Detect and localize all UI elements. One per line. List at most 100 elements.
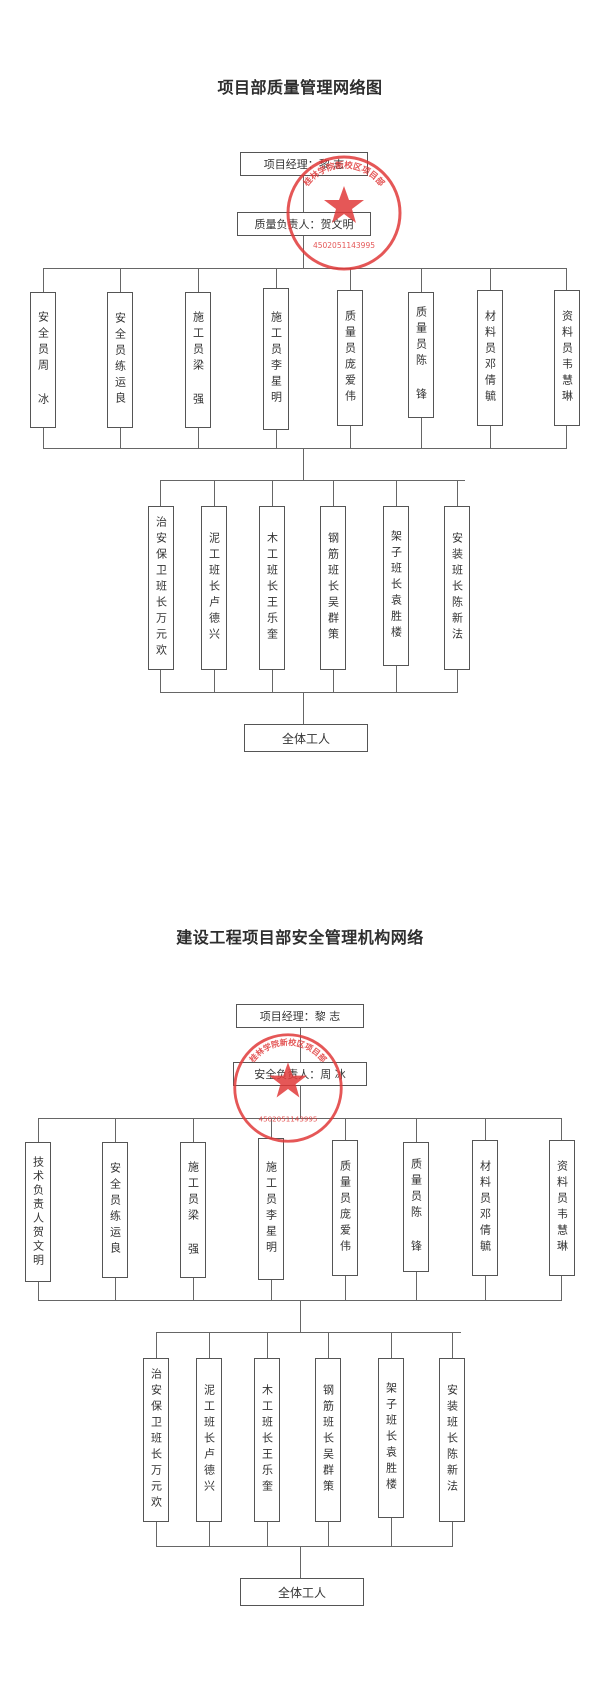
connector <box>38 1282 39 1300</box>
safety-title: 建设工程项目部安全管理机构网络 <box>176 928 424 947</box>
connector <box>350 426 351 448</box>
connector <box>276 430 277 448</box>
staff-box: 施工员李星明 <box>263 288 289 430</box>
connector <box>209 1332 210 1358</box>
connector <box>193 1278 194 1300</box>
connector <box>271 1280 272 1300</box>
leader-box: 泥工班长卢德兴 <box>196 1358 222 1522</box>
connector <box>333 670 334 692</box>
staff-box: 资料员韦慧琳 <box>554 290 580 426</box>
staff-box: 施工员梁 强 <box>180 1142 206 1278</box>
connector <box>452 1332 453 1358</box>
staff-box: 质量员陈 锋 <box>403 1142 429 1272</box>
connector <box>396 480 397 506</box>
connector <box>214 670 215 692</box>
connector <box>300 1300 301 1332</box>
leader-box: 木工班长王乐奎 <box>254 1358 280 1522</box>
connector <box>160 480 161 506</box>
leader-box: 泥工班长卢德兴 <box>201 506 227 670</box>
quality-responsible-box: 质量负责人：贺文明 <box>237 212 371 236</box>
connector <box>485 1118 486 1140</box>
project-seal-icon: 桂林学院新校区项目部 4502051143995 <box>233 1033 343 1143</box>
connector <box>416 1272 417 1300</box>
quality-title: 项目部质量管理网络图 <box>217 78 383 97</box>
connector <box>490 426 491 448</box>
connector <box>345 1276 346 1300</box>
leader-box: 治安保卫班长万元欢 <box>148 506 174 670</box>
connector <box>303 236 304 268</box>
connector <box>396 666 397 692</box>
connector <box>457 670 458 692</box>
connector <box>43 428 44 448</box>
connector <box>38 1118 39 1142</box>
connector <box>120 268 121 292</box>
connector <box>300 1546 301 1578</box>
connector <box>300 1028 301 1062</box>
staff-box: 质量员庞爱伟 <box>337 290 363 426</box>
leader-box: 木工班长王乐奎 <box>259 506 285 670</box>
connector <box>328 1522 329 1546</box>
connector <box>276 268 277 288</box>
connector <box>303 692 304 724</box>
connector <box>333 480 334 506</box>
leader-bus-top <box>160 480 465 481</box>
leader-bus-bottom <box>156 1546 453 1547</box>
svg-text:4502051143995: 4502051143995 <box>313 241 375 250</box>
leader-box: 架子班长袁胜楼 <box>378 1358 404 1518</box>
leader-box: 架子班长袁胜楼 <box>383 506 409 666</box>
connector <box>490 268 491 290</box>
connector <box>267 1522 268 1546</box>
quality-workers-box: 全体工人 <box>244 724 368 752</box>
connector <box>156 1522 157 1546</box>
connector <box>300 1086 301 1118</box>
staff-box: 资料员韦慧琳 <box>549 1140 575 1276</box>
staff-bus-top <box>38 1118 562 1119</box>
staff-box: 安全员练运良 <box>102 1142 128 1278</box>
connector <box>303 448 304 480</box>
connector <box>561 1118 562 1140</box>
connector <box>345 1118 346 1140</box>
leader-box: 钢筋班长吴群策 <box>320 506 346 670</box>
connector <box>303 176 304 212</box>
staff-box: 施工员梁 强 <box>185 292 211 428</box>
connector <box>561 1276 562 1300</box>
leader-box: 安装班长陈新法 <box>444 506 470 670</box>
connector <box>271 1118 272 1138</box>
staff-box: 质量员陈 锋 <box>408 292 434 418</box>
leader-bus-top <box>156 1332 461 1333</box>
connector <box>566 426 567 448</box>
leader-box: 安装班长陈新法 <box>439 1358 465 1522</box>
connector <box>421 418 422 448</box>
connector <box>214 480 215 506</box>
quality-network: 项目部质量管理网络图 项目经理：黎 志 质量负责人：贺文明 安全员周 冰 安全员… <box>0 0 600 800</box>
connector <box>272 480 273 506</box>
leader-box: 治安保卫班长万元欢 <box>143 1358 169 1522</box>
connector <box>391 1332 392 1358</box>
connector <box>272 670 273 692</box>
safety-workers-box: 全体工人 <box>240 1578 364 1606</box>
connector <box>160 670 161 692</box>
connector <box>198 428 199 448</box>
connector <box>485 1276 486 1300</box>
connector <box>115 1278 116 1300</box>
staff-bus-bottom <box>43 448 567 449</box>
connector <box>267 1332 268 1358</box>
quality-manager-box: 项目经理：黎 志 <box>240 152 368 176</box>
connector <box>43 268 44 292</box>
staff-box: 安全员练运良 <box>107 292 133 428</box>
staff-box: 质量员庞爱伟 <box>332 1140 358 1276</box>
connector <box>416 1118 417 1142</box>
staff-box: 技术负责人贺文明 <box>25 1142 51 1282</box>
connector <box>120 428 121 448</box>
connector <box>198 268 199 292</box>
staff-box: 施工员李星明 <box>258 1138 284 1280</box>
connector <box>457 480 458 506</box>
connector <box>350 268 351 290</box>
connector <box>452 1522 453 1546</box>
staff-box: 安全员周 冰 <box>30 292 56 428</box>
connector <box>193 1118 194 1142</box>
connector <box>421 268 422 292</box>
staff-bus-top <box>43 268 567 269</box>
leader-box: 钢筋班长吴群策 <box>315 1358 341 1522</box>
connector <box>115 1118 116 1142</box>
